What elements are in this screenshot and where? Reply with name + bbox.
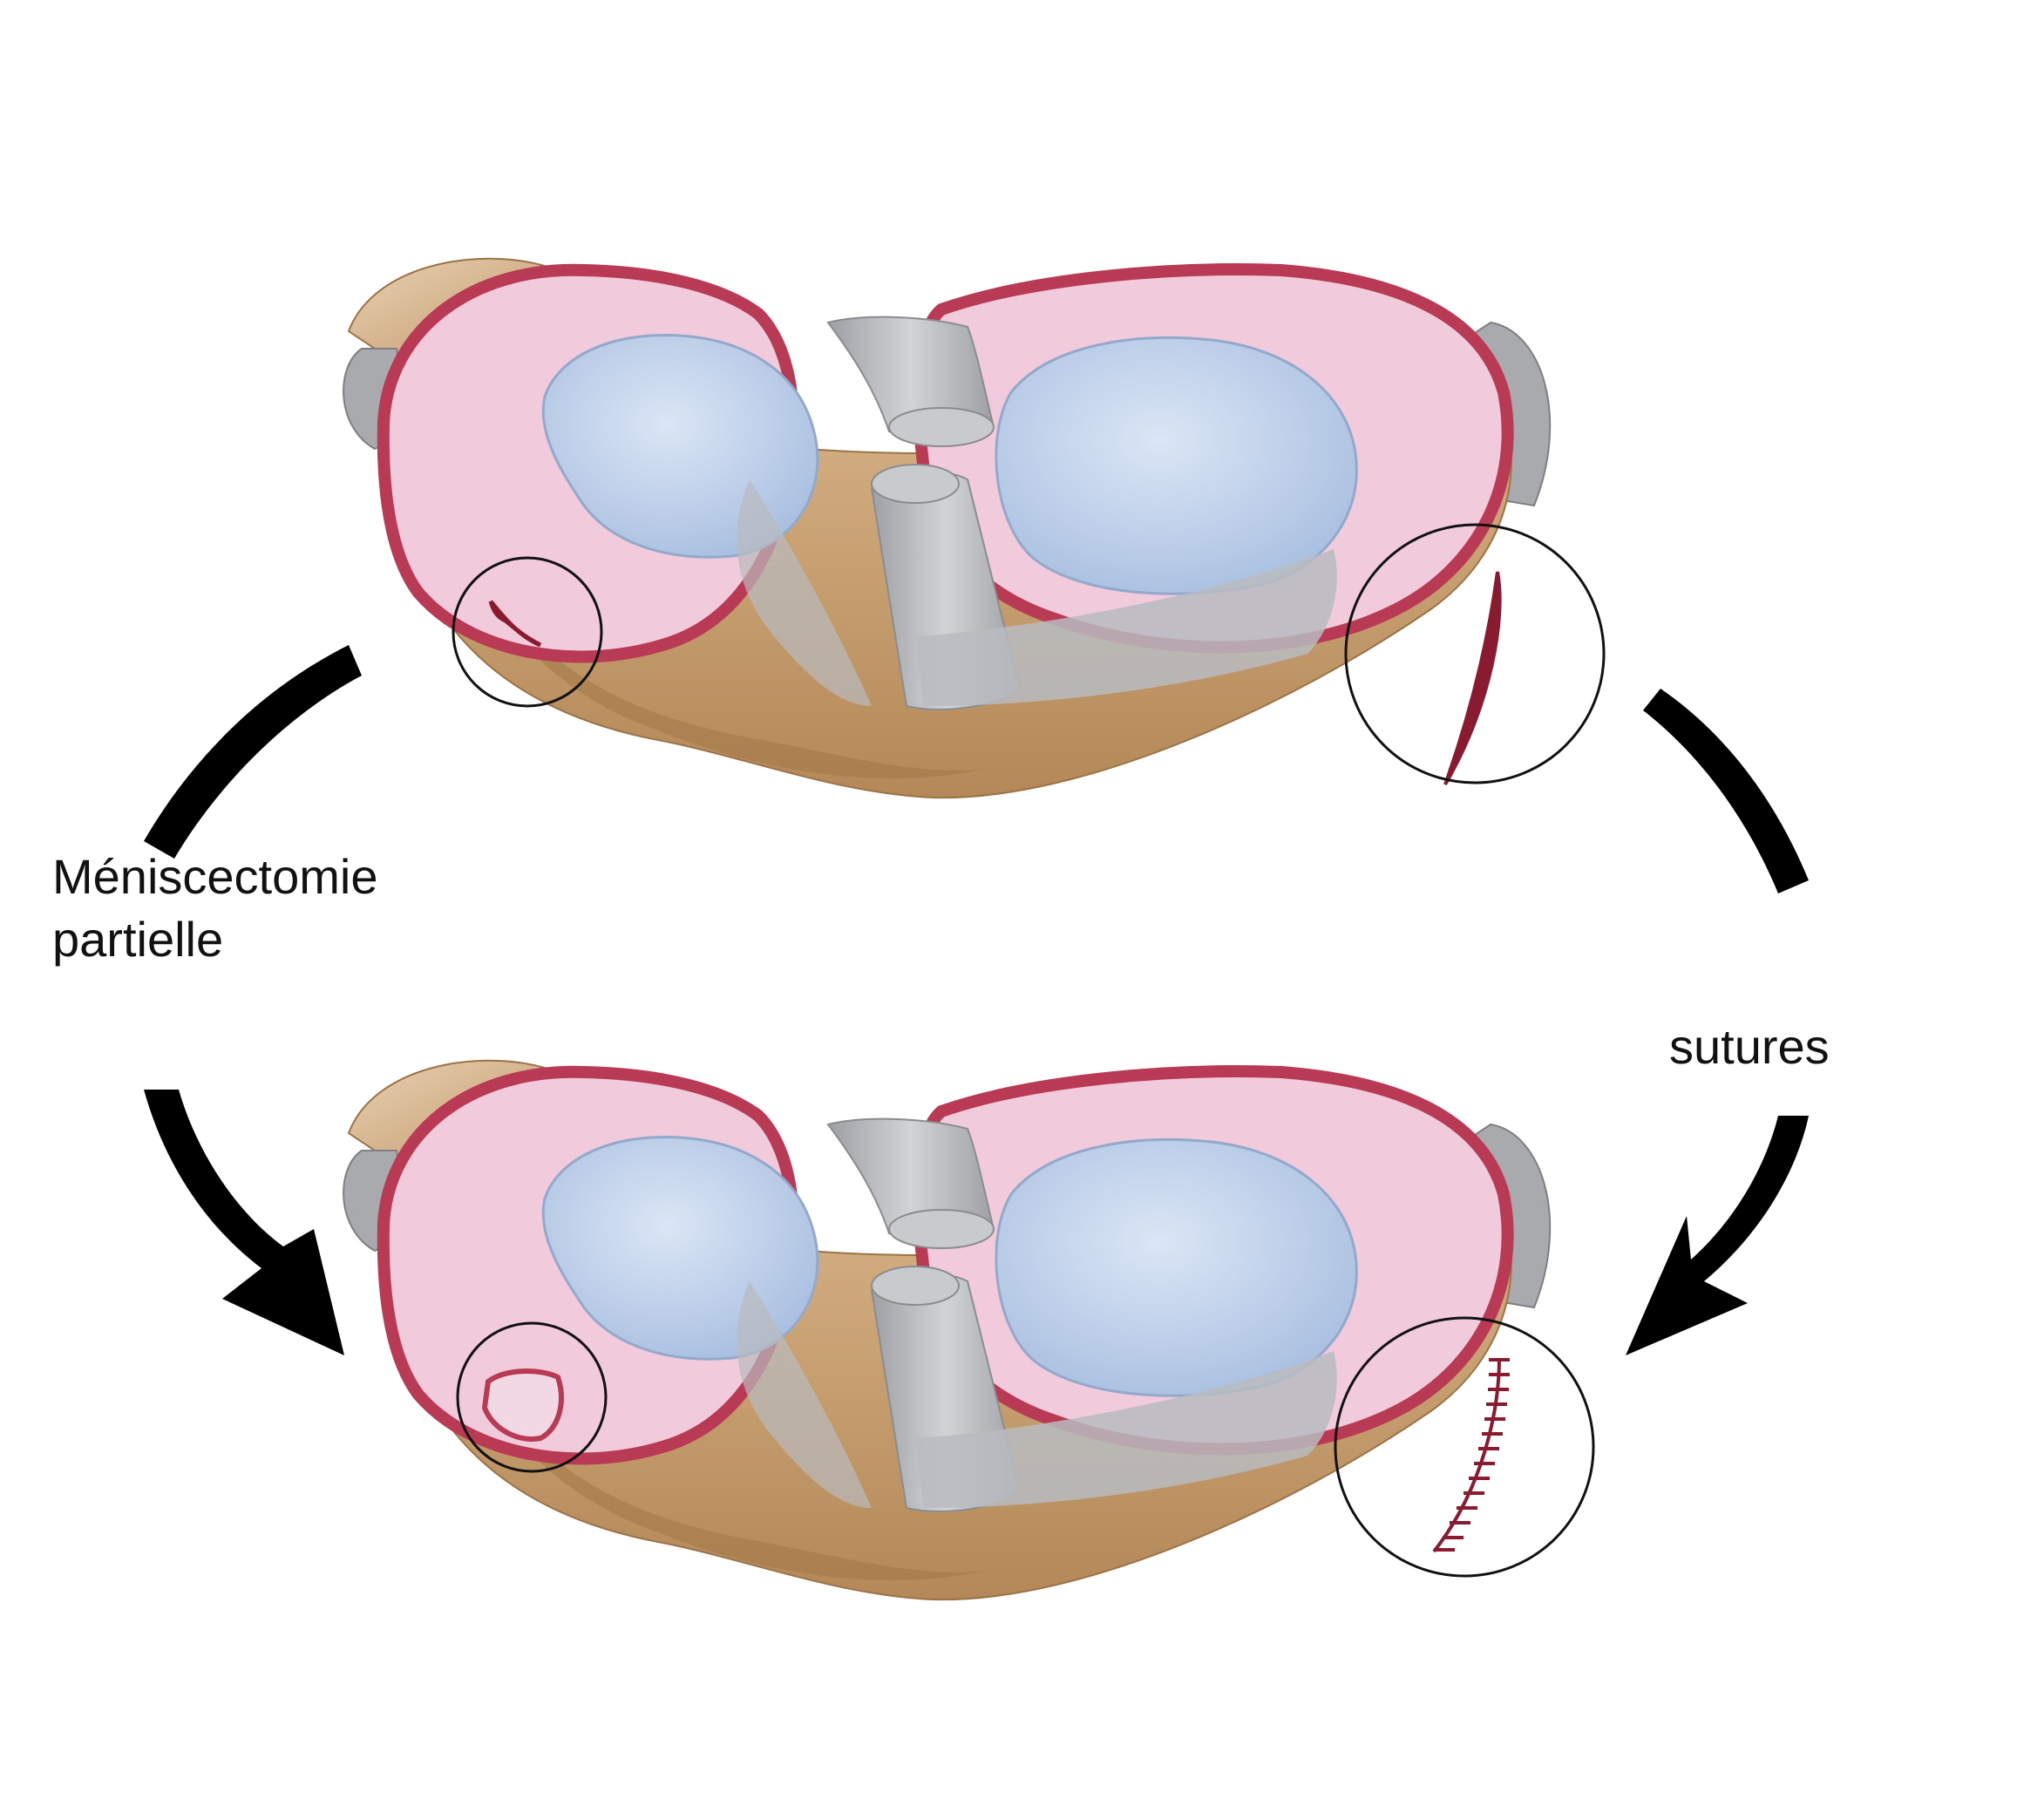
partial-meniscectomy-label: Méniscectomie partielle [52, 845, 377, 971]
lower-tibial-plateau [343, 1061, 1595, 1599]
right-arrow-upper-arc [1643, 689, 1809, 893]
partial-meniscectomy-label-line2: partielle [52, 912, 224, 967]
trimmed-meniscus-edge [481, 1368, 564, 1442]
flap-tear [488, 600, 542, 648]
tear-highlight-circle-right [1344, 523, 1606, 784]
sutures-label: sutures [1669, 1019, 1830, 1074]
right-arrow-lower-head [1626, 1116, 1809, 1355]
suture-line [1432, 1357, 1510, 1553]
left-arrow-upper-arc [144, 645, 362, 859]
upper-tibial-plateau [343, 259, 1606, 798]
partial-meniscectomy-label-line1: Méniscectomie [52, 849, 378, 904]
longitudinal-tear [1443, 571, 1502, 785]
tear-highlight-circle-left [452, 556, 603, 708]
left-arrow-lower-head [144, 1090, 344, 1355]
treated-highlight-circle-left [456, 1321, 608, 1473]
treated-highlight-circle-right [1334, 1316, 1595, 1578]
